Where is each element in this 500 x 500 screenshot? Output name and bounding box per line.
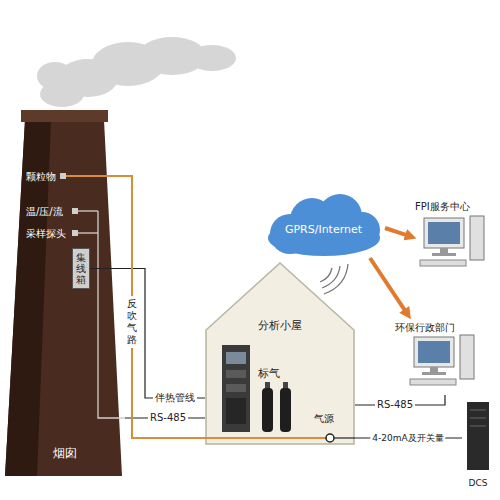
stand xyxy=(430,367,438,372)
computer-station: 环保行政部门 xyxy=(395,318,480,395)
house-outline xyxy=(206,263,354,444)
server-tower: DCS xyxy=(462,398,494,490)
server-slot xyxy=(470,418,486,419)
wave xyxy=(322,266,340,288)
edge-label: RS-485 xyxy=(375,399,415,411)
part-label: 温/压/流 xyxy=(26,205,63,219)
cabinet-panel xyxy=(226,398,246,424)
cabinet-panel xyxy=(226,384,246,392)
analyzer-cabinet xyxy=(222,345,250,432)
cabinet-panel xyxy=(226,352,246,364)
house-label: 分析小屋 xyxy=(258,318,302,333)
cylinder xyxy=(280,388,291,432)
server-body xyxy=(467,402,489,470)
chimney-label: 烟囱 xyxy=(53,445,77,462)
computer-station: FPI服务中心 xyxy=(415,200,490,272)
cloud-body xyxy=(268,194,380,256)
purge-wire xyxy=(205,437,326,439)
cloud-label: GPRS/Internet xyxy=(285,223,362,236)
wave xyxy=(324,264,348,294)
chimney-body xyxy=(5,120,122,476)
smoke-puff xyxy=(37,62,73,90)
cylinder-valve xyxy=(283,382,288,389)
chimney-shape-outline xyxy=(5,110,125,478)
connector xyxy=(125,176,205,438)
cloud-lobe xyxy=(268,220,380,256)
smoke xyxy=(37,37,236,107)
smoke-puff xyxy=(92,42,164,86)
keyboard xyxy=(420,260,466,266)
wave xyxy=(320,268,332,282)
keyboard xyxy=(410,379,456,385)
purge-wire xyxy=(66,175,125,177)
stand-base xyxy=(422,372,446,375)
pc-tower xyxy=(470,216,484,260)
edge-label: 反吹气路 xyxy=(126,296,138,348)
station-label: FPI服务中心 xyxy=(415,200,490,214)
chimney-shape: 烟囱 集线箱 xyxy=(5,110,125,478)
probe-head xyxy=(60,173,66,179)
junction-box: 集线箱 xyxy=(72,248,90,289)
signal-wire xyxy=(78,232,98,233)
edge-label: 4-20mA及开关量 xyxy=(370,433,445,444)
cylinder-valve xyxy=(265,382,270,389)
screen xyxy=(418,341,450,363)
stand xyxy=(440,248,448,253)
smoke-puff xyxy=(40,81,84,107)
smoke-puff xyxy=(188,45,236,71)
signal-wire xyxy=(334,437,355,438)
box-label: 集线箱 xyxy=(76,252,86,285)
smoke-puff xyxy=(138,37,206,75)
computer-icon xyxy=(420,216,484,266)
server-label: DCS xyxy=(469,478,488,488)
part-label: 标气 xyxy=(258,366,280,381)
screen xyxy=(428,222,460,244)
monitor xyxy=(424,218,464,248)
part-label: 气源 xyxy=(314,412,334,426)
edge-label: RS-485 xyxy=(148,412,188,424)
gas-cylinders xyxy=(262,382,291,432)
connector xyxy=(385,228,407,235)
air-source-valve xyxy=(326,434,334,442)
station-label: 环保行政部门 xyxy=(395,321,480,335)
signal-wire xyxy=(98,211,125,418)
cylinder xyxy=(262,388,273,432)
pc-tower xyxy=(460,335,474,379)
cabinet-panel xyxy=(226,370,246,378)
connector xyxy=(370,258,406,311)
signal-wire xyxy=(78,210,98,211)
server-slot xyxy=(470,426,486,427)
part-label: 采样探头 xyxy=(26,227,66,241)
probe-head xyxy=(72,208,78,214)
connector xyxy=(90,269,205,399)
part-label: 颗粒物 xyxy=(26,170,56,184)
monitor xyxy=(414,337,454,367)
cabinet-body xyxy=(222,345,250,432)
network-cloud: GPRS/Internet xyxy=(262,192,385,258)
stand-base xyxy=(432,253,456,256)
chimney-rim xyxy=(21,110,108,122)
wireless-waves xyxy=(320,264,348,294)
server-icon xyxy=(467,402,489,470)
computer-icon xyxy=(410,335,474,385)
probe-head xyxy=(72,230,78,236)
smoke-puff xyxy=(58,59,118,97)
server-slot xyxy=(470,410,486,411)
edge-label: 伴热管线 xyxy=(153,392,197,404)
